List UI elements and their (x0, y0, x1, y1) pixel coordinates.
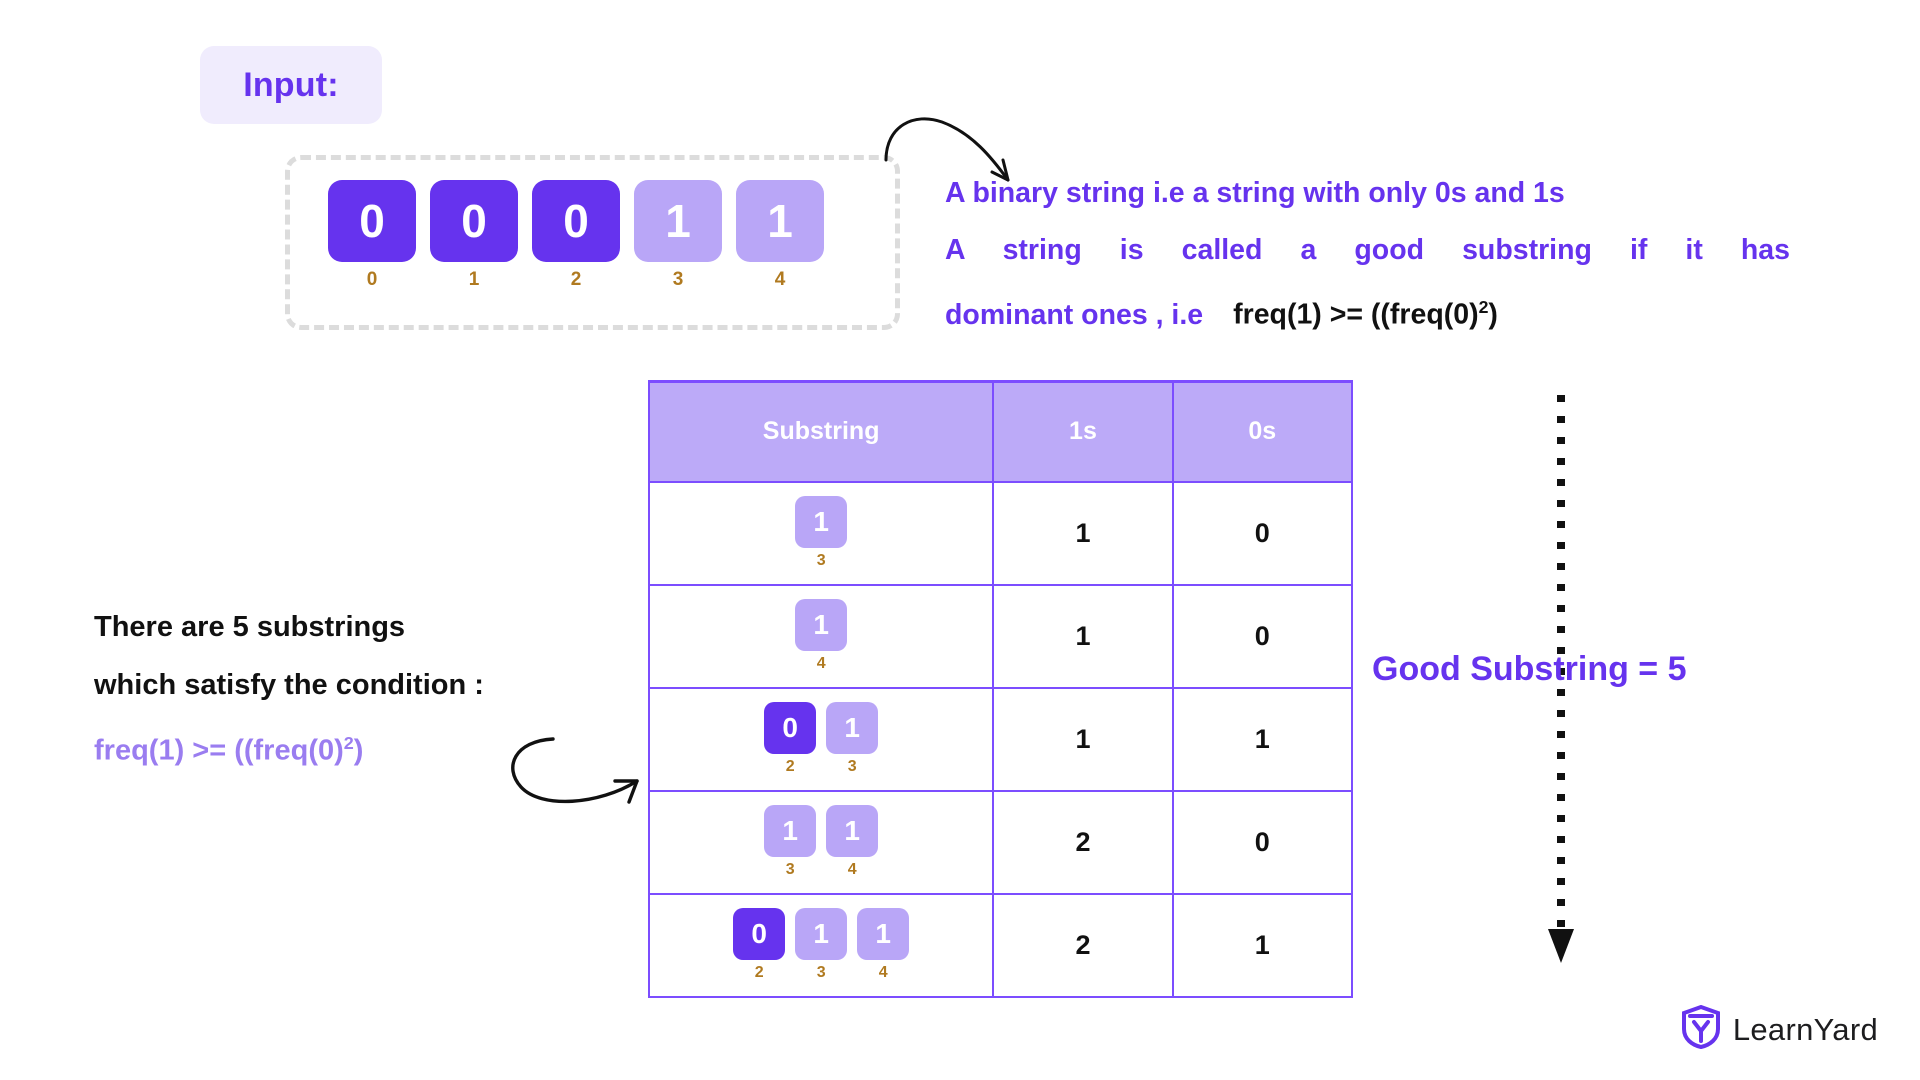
input-tile-index: 1 (468, 269, 480, 290)
cell-zeros-count: 1 (1171, 892, 1354, 998)
formula-base: freq(1) >= ((freq(0) (94, 734, 344, 767)
cell-zeros-count: 0 (1171, 789, 1354, 895)
definition-line-3-prefix: dominant ones , i.e (945, 298, 1204, 331)
good-substring-result: Good Substring = 5 (1372, 650, 1687, 688)
summary-note-line-1: There are 5 substrings (94, 611, 406, 643)
input-tile-index: 3 (672, 269, 684, 290)
column-header-zeros: 0s (1171, 380, 1354, 483)
definition-line-3: dominant ones , i.e freq(1) >= ((freq(0)… (945, 279, 1790, 344)
input-tile-index: 2 (570, 269, 582, 290)
input-tile-index: 4 (774, 269, 786, 290)
formula-exponent: 2 (343, 733, 354, 753)
substring-tile-index: 3 (847, 758, 857, 775)
curved-arrow-to-definition-icon (880, 108, 1030, 208)
dotted-down-arrow-icon (1548, 395, 1574, 970)
summary-note-line-2: which satisfy the condition : (94, 669, 484, 701)
substring-tile-value: 0 (733, 908, 786, 960)
substring-tile-value: 1 (795, 599, 848, 651)
cell-ones-count: 1 (992, 686, 1174, 792)
formula-tail: ) (1488, 298, 1498, 331)
substring-tile-value: 1 (857, 908, 910, 960)
substring-tile-index: 4 (847, 861, 857, 878)
input-badge: Input: (200, 46, 382, 124)
substring-tile-index: 4 (878, 964, 888, 981)
substring-tile-index: 3 (785, 861, 795, 878)
input-tile-value: 1 (736, 180, 824, 262)
curved-arrow-to-table-icon (495, 725, 670, 835)
substring-tile-index: 3 (816, 964, 826, 981)
cell-zeros-count: 0 (1171, 583, 1354, 689)
input-badge-label: Input: (243, 65, 339, 104)
substring-tile-value: 1 (826, 702, 879, 754)
input-tile-value: 1 (634, 180, 722, 262)
summary-condition-formula: freq(1) >= ((freq(0)2) (94, 714, 564, 780)
substring-tile-index: 4 (816, 655, 826, 672)
cell-ones-count: 1 (992, 583, 1174, 689)
substring-tile-value: 0 (764, 702, 817, 754)
brand-logo: LearnYard (1681, 1004, 1878, 1054)
definition-line-2: A string is called a good substring if i… (945, 234, 1790, 266)
substring-tile-value: 1 (795, 496, 848, 548)
input-tile-value: 0 (328, 180, 416, 262)
brand-name: LearnYard (1732, 1011, 1878, 1047)
input-tile-value: 0 (532, 180, 620, 262)
column-header-substring: Substring (647, 380, 995, 483)
substring-tile-value: 1 (764, 805, 817, 857)
table-header-row: Substring 1s 0s (647, 380, 1354, 483)
input-tile-index: 0 (366, 269, 378, 290)
formula-base: freq(1) >= ((freq(0) (1233, 298, 1479, 331)
cell-zeros-count: 1 (1171, 686, 1354, 792)
substring-tile-index: 2 (785, 758, 795, 775)
formula-tail: ) (353, 734, 364, 767)
definition-line-1: A binary string i.e a string with only 0… (945, 177, 1565, 209)
definition-text: A binary string i.e a string with only 0… (945, 165, 1790, 344)
substring-tile-index: 3 (816, 552, 826, 569)
cell-ones-count: 2 (992, 892, 1174, 998)
cell-zeros-count: 0 (1171, 480, 1354, 586)
substring-tile-index: 2 (754, 964, 764, 981)
cell-ones-count: 2 (992, 789, 1174, 895)
column-header-ones: 1s (992, 380, 1174, 483)
summary-note: There are 5 substrings which satisfy the… (94, 598, 564, 780)
substring-tile-value: 1 (826, 805, 879, 857)
formula-exponent: 2 (1478, 297, 1489, 317)
input-tile-value: 0 (430, 180, 518, 262)
shield-y-logo-icon (1681, 1004, 1721, 1054)
substring-tile-value: 1 (795, 908, 848, 960)
dominant-ones-formula: freq(1) >= ((freq(0)2) (1233, 279, 1498, 344)
cell-ones-count: 1 (992, 480, 1174, 586)
